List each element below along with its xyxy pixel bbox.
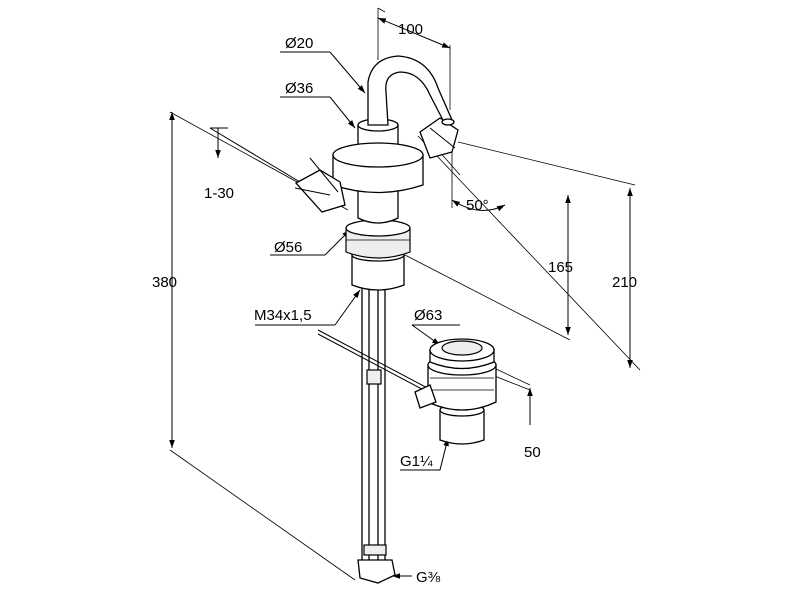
supply-hoses (357, 261, 396, 584)
label-adjust-1-30: 1-30 (204, 185, 234, 202)
dim-arc-50deg (451, 199, 506, 212)
pull-rod (317, 329, 436, 397)
label-dia-56: Ø56 (274, 239, 302, 256)
label-thread-g114: G1¼ (400, 453, 433, 470)
label-width-100: 100 (398, 21, 423, 38)
label-dia-63: Ø63 (414, 307, 442, 324)
extension-lines (169, 7, 641, 581)
label-height-380: 380 (152, 274, 177, 291)
waste-plug (441, 340, 483, 356)
faucet-body (294, 55, 459, 291)
supply-hose-left (361, 261, 370, 563)
cross-handle-right (419, 117, 459, 159)
dimension-labels: 100 Ø20 Ø36 1-30 50° Ø56 165 210 380 M34… (152, 21, 637, 586)
waste-tail (439, 409, 485, 445)
cross-handle-left (294, 169, 346, 213)
pop-up-waste (414, 338, 497, 445)
label-thread-m34: M34x1,5 (254, 307, 312, 324)
label-height-165: 165 (548, 259, 573, 276)
spout (367, 55, 453, 126)
mounting-nut (351, 254, 405, 291)
label-height-210: 210 (612, 274, 637, 291)
label-dia-36: Ø36 (285, 80, 313, 97)
label-angle-50: 50° (466, 197, 489, 214)
leader-lines (209, 51, 460, 579)
linkage-clip (414, 384, 437, 409)
label-height-50: 50 (524, 444, 541, 461)
dim-line-100 (377, 17, 451, 49)
label-dia-20: Ø20 (285, 35, 313, 52)
hose-fitting-g38 (357, 559, 396, 584)
label-thread-g38: G⅜ (416, 569, 441, 586)
supply-hose-right (377, 261, 386, 563)
